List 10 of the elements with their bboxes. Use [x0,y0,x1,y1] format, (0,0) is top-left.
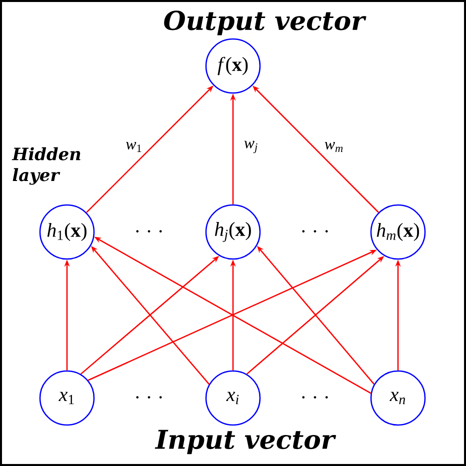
layer-label: Hidden layer [12,147,80,185]
ellipsis: · · · [136,230,162,232]
ellipsis: · · · [136,396,162,398]
layer-heading: Input vector [154,430,336,454]
edge-label: w$_{1}$ [124,141,144,153]
ellipsis: · · · [302,230,328,232]
edge-label: w$_{j}$ [242,140,260,154]
ellipsis: · · · [302,396,328,398]
layer-heading: Output vector [164,10,366,36]
edge-label: w$_{m}$ [323,141,345,153]
